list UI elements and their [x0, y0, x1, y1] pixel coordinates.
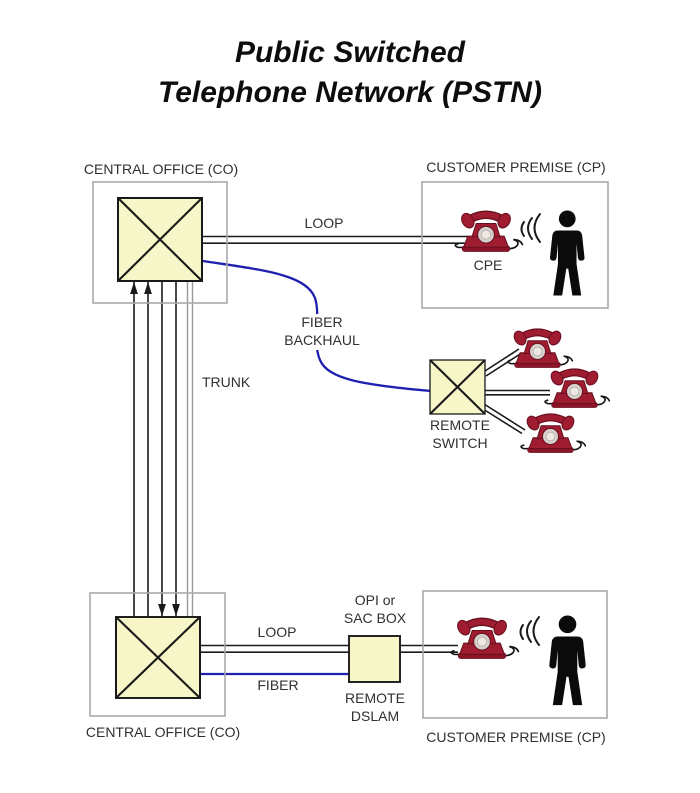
remote-switch-label: REMOTE SWITCH	[430, 417, 490, 451]
opi-sac-box-label: OPI or SAC BOX	[343, 592, 407, 626]
title-line-2: Telephone Network (PSTN)	[158, 75, 542, 109]
central-office-top-boundary	[92, 181, 228, 304]
central-office-top-label: CENTRAL OFFICE (CO)	[83, 161, 239, 177]
remote-switch-drop-lines	[482, 348, 550, 435]
bottom-cp-phone-icon	[451, 618, 518, 658]
arrow-down-icon	[158, 604, 166, 616]
trunk-label: TRUNK	[202, 374, 251, 390]
remote-dslam-label: REMOTE DSLAM	[345, 690, 405, 724]
loop-bottom-label: LOOP	[257, 624, 297, 640]
central-office-bottom-switch-icon	[114, 615, 202, 700]
fiber-backhaul-label: FIBER BACKHAUL	[282, 314, 362, 350]
person-silhouette-icon	[549, 210, 585, 296]
remote-dslam-box	[348, 635, 401, 683]
remote-phone-2-icon	[545, 369, 609, 408]
loop-top-label: LOOP	[304, 215, 344, 231]
remote-phone-1-icon	[508, 329, 572, 368]
sound-waves-icon	[520, 213, 541, 243]
customer-premise-top-label: CUSTOMER PREMISE (CP)	[426, 159, 606, 175]
fiber-bottom-label: FIBER	[257, 677, 299, 693]
title-line-1: Public Switched	[234, 36, 466, 69]
cpe-phone-icon	[455, 211, 522, 251]
arrow-up-icon	[144, 282, 152, 294]
customer-premise-bottom-boundary	[422, 590, 608, 719]
sound-waves-icon	[519, 616, 540, 646]
remote-switch-icon	[429, 359, 486, 415]
customer-premise-top-boundary	[421, 181, 609, 309]
central-office-bottom-boundary	[89, 592, 226, 717]
trunk-lines	[130, 281, 194, 617]
remote-phone-3-icon	[521, 414, 585, 453]
page-title: Public Switched Telephone Network (PSTN)	[0, 33, 700, 112]
arrow-down-icon	[172, 604, 180, 616]
cpe-label: CPE	[473, 257, 503, 273]
central-office-bottom-label: CENTRAL OFFICE (CO)	[85, 724, 241, 740]
loop-line-top	[202, 235, 468, 244]
central-office-top-switch-icon	[116, 196, 204, 283]
customer-premise-bottom-label: CUSTOMER PREMISE (CP)	[426, 729, 606, 745]
loop-line-bottom	[200, 644, 458, 654]
person-silhouette-icon	[549, 615, 586, 706]
arrow-up-icon	[130, 282, 138, 294]
